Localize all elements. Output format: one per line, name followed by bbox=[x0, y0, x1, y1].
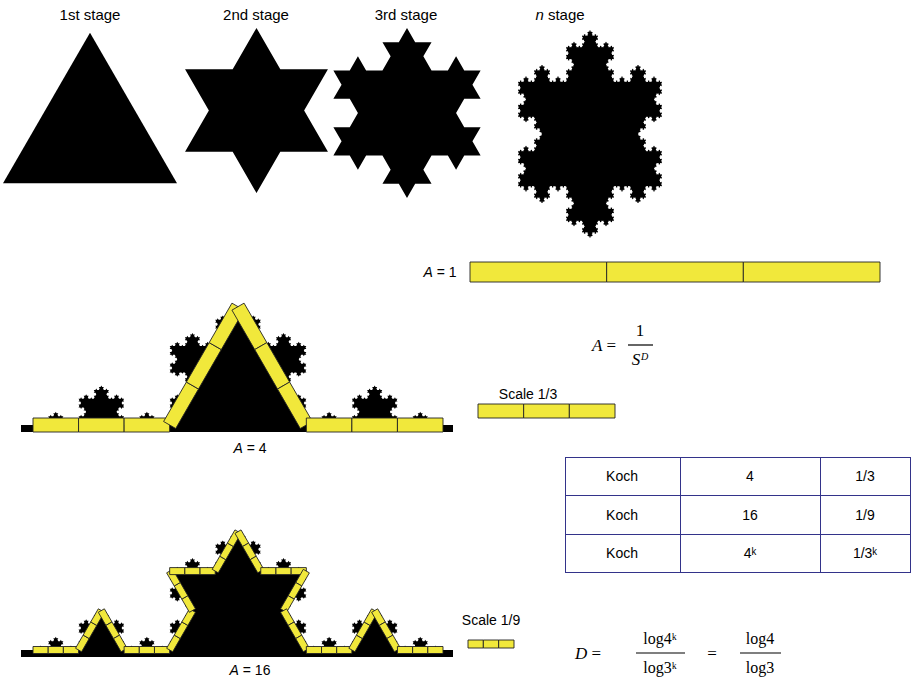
formula-term: log3ᵏ bbox=[643, 659, 677, 677]
koch-snowflake bbox=[3, 33, 177, 184]
yellow-stick bbox=[397, 647, 412, 654]
koch-curve-detail bbox=[21, 307, 453, 432]
yellow-stick bbox=[428, 647, 443, 654]
table-border bbox=[566, 458, 911, 573]
table-rule bbox=[680, 457, 681, 573]
yellow-stick bbox=[470, 262, 607, 282]
table-rule bbox=[565, 534, 911, 535]
table-cell: 1/3ᵏ bbox=[853, 545, 877, 561]
area-label: A = 1 bbox=[423, 264, 456, 280]
formula-term: log4 bbox=[746, 630, 774, 648]
yellow-stick bbox=[124, 647, 139, 654]
formula-term: D = bbox=[575, 644, 601, 664]
yellow-stick bbox=[397, 418, 443, 432]
table-cell: 1/9 bbox=[855, 507, 874, 523]
koch-curve-detail bbox=[21, 532, 453, 657]
data-table-grid bbox=[565, 457, 911, 573]
yellow-stick bbox=[79, 418, 125, 432]
fraction-bar bbox=[628, 344, 653, 345]
snowflake-stages bbox=[3, 28, 662, 238]
yellow-stick bbox=[306, 418, 352, 432]
koch-snowflake bbox=[518, 30, 662, 238]
yellow-stick bbox=[468, 640, 483, 648]
yellow-stick bbox=[124, 418, 170, 432]
table-cell: 4 bbox=[746, 468, 754, 484]
koch-curve-zooms bbox=[21, 307, 453, 657]
yellow-stick bbox=[478, 404, 524, 418]
koch-snowflake bbox=[333, 28, 480, 198]
formula-term: log4ᵏ bbox=[643, 630, 677, 648]
yellow-stick bbox=[170, 568, 185, 575]
table-rule bbox=[820, 457, 821, 573]
yellow-stick bbox=[306, 647, 321, 654]
table-rule bbox=[565, 495, 911, 496]
yellow-stick bbox=[352, 418, 398, 432]
yellow-stick bbox=[569, 404, 615, 418]
formula-term: 1 bbox=[636, 321, 645, 341]
area-label: A = 4 bbox=[233, 440, 266, 456]
scale-label: Scale 1/9 bbox=[462, 612, 520, 628]
table-cell: Koch bbox=[606, 545, 638, 561]
stage-title: n stage bbox=[535, 6, 584, 23]
yellow-stick bbox=[164, 382, 199, 428]
yellow-stick bbox=[322, 647, 337, 654]
koch-snowflake bbox=[185, 28, 328, 193]
fraction-bar bbox=[740, 652, 781, 653]
yellow-stick bbox=[255, 343, 290, 389]
yellow-stick bbox=[483, 640, 498, 648]
yellow-stick bbox=[743, 262, 880, 282]
formula-term: = bbox=[707, 644, 717, 664]
scale-label: Scale 1/3 bbox=[499, 386, 557, 402]
yellow-stick bbox=[232, 303, 267, 349]
yellow-stick bbox=[139, 647, 154, 654]
fraction-bar bbox=[636, 652, 685, 653]
yellow-stick bbox=[33, 647, 48, 654]
yellow-stick bbox=[276, 568, 291, 575]
yellow-stick bbox=[185, 568, 200, 575]
fraction-bars bbox=[628, 345, 781, 653]
yellow-stick bbox=[261, 568, 276, 575]
yellow-stick bbox=[33, 418, 79, 432]
yellow-stick bbox=[607, 262, 744, 282]
yellow-stick bbox=[48, 647, 63, 654]
table-cell: Koch bbox=[606, 507, 638, 523]
table-cell: 16 bbox=[742, 507, 758, 523]
yellow-stick bbox=[524, 404, 570, 418]
area-label: A = 16 bbox=[230, 662, 271, 678]
stage-title: 1st stage bbox=[60, 6, 121, 23]
yellow-stick bbox=[499, 640, 514, 648]
formula-term: log3 bbox=[746, 659, 774, 677]
table-cell: Koch bbox=[606, 468, 638, 484]
stage-title: 3rd stage bbox=[375, 6, 438, 23]
table-cell: 1/3 bbox=[855, 468, 874, 484]
yellow-stick bbox=[413, 647, 428, 654]
yellow-stick bbox=[186, 343, 221, 389]
formula-term: Sᴰ bbox=[632, 350, 649, 370]
formula-term: A = bbox=[592, 336, 616, 356]
stage-title: 2nd stage bbox=[223, 6, 289, 23]
table-cell: 4ᵏ bbox=[744, 545, 757, 561]
